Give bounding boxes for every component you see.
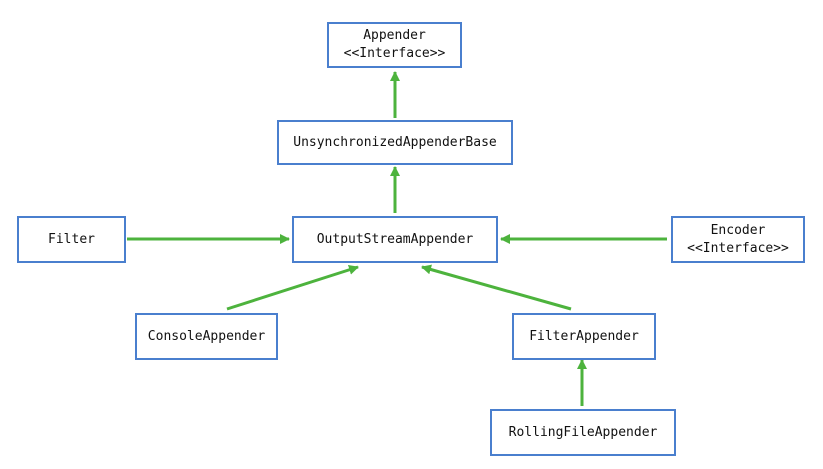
output-stream-name: OutputStreamAppender <box>316 231 474 247</box>
encoder-stereotype: <<Interface>> <box>687 240 789 256</box>
appender-name: Appender <box>363 28 426 43</box>
unsync-base-name: UnsynchronizedAppenderBase <box>293 134 497 150</box>
rolling-file-appender-node: RollingFileAppender <box>490 409 676 456</box>
encoder-name: Encoder <box>710 222 766 238</box>
unsynchronized-appender-base-node: UnsynchronizedAppenderBase <box>277 120 513 165</box>
filter-appender-node: FilterAppender <box>512 313 656 360</box>
filter-node: Filter <box>17 216 126 263</box>
encoder-interface-node: Encoder <<Interface>> <box>671 216 805 263</box>
appender-interface-node: Appender <<Interface>> <box>327 22 462 68</box>
rolling-file-name: RollingFileAppender <box>508 424 658 440</box>
arrow-filterappender-to-outputstream <box>421 264 572 311</box>
output-stream-appender-node: OutputStreamAppender <box>292 216 498 263</box>
filter-appender-name: FilterAppender <box>529 328 639 344</box>
console-appender-node: ConsoleAppender <box>135 313 278 360</box>
arrow-console-to-outputstream <box>226 264 359 311</box>
filter-name: Filter <box>48 231 95 247</box>
console-name: ConsoleAppender <box>147 328 266 344</box>
appender-stereotype: <<Interface>> <box>343 46 446 61</box>
